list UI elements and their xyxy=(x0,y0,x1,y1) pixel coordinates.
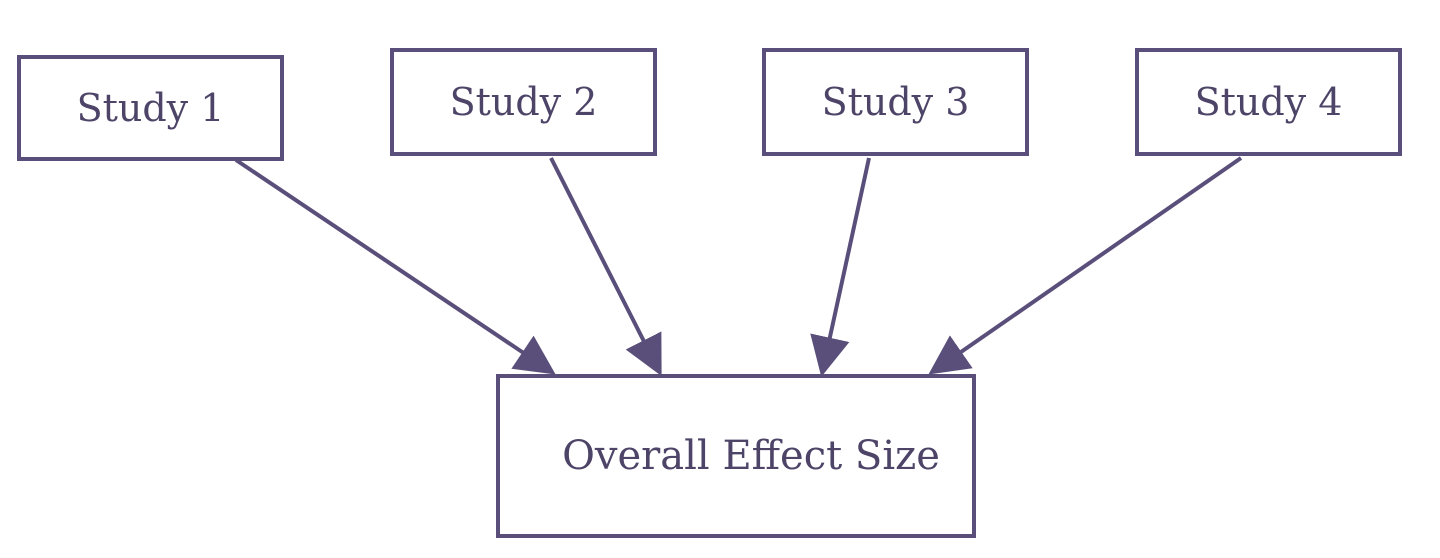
study-2-label: Study 2 xyxy=(449,80,598,124)
study-1-box: Study 1 xyxy=(17,55,284,161)
arrow-study2-to-overall xyxy=(549,157,662,377)
arrow-study1-to-overall xyxy=(234,158,556,375)
study-3-label: Study 3 xyxy=(821,80,970,124)
study-4-box: Study 4 xyxy=(1135,48,1402,156)
study-3-box: Study 3 xyxy=(762,48,1029,156)
study-2-box: Study 2 xyxy=(390,48,657,156)
study-1-label: Study 1 xyxy=(76,86,225,130)
study-4-label: Study 4 xyxy=(1194,80,1343,124)
overall-effect-size-label: Overall Effect Size xyxy=(562,433,940,479)
arrow-study3-to-overall xyxy=(810,157,871,377)
arrow-study4-to-overall xyxy=(928,156,1243,375)
overall-effect-size-box: Overall Effect Size xyxy=(496,374,976,538)
